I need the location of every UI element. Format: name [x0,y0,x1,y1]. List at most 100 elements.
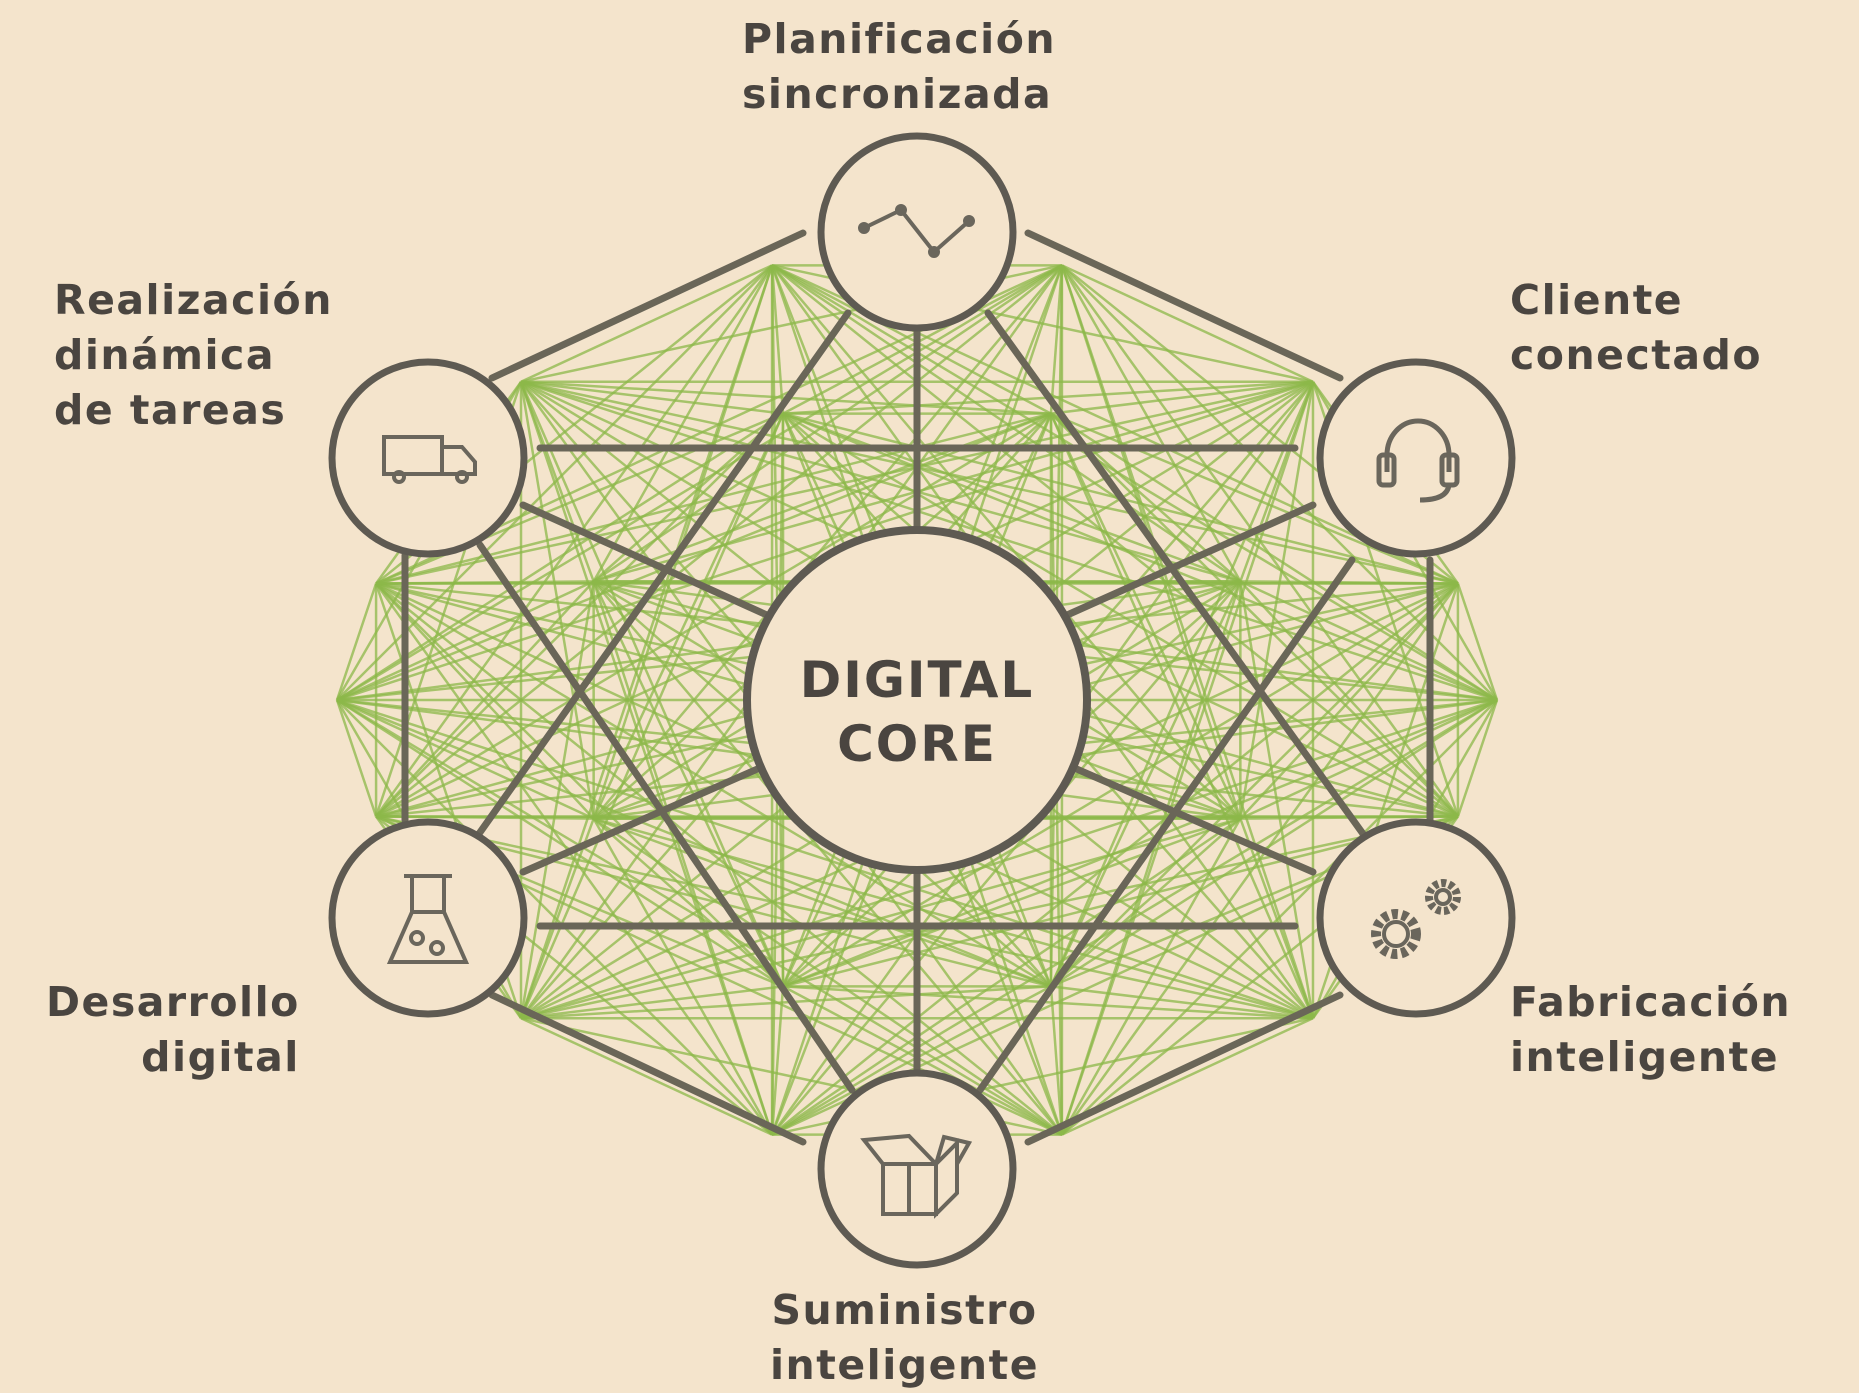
core-label-line1: DIGITAL [799,651,1035,709]
mesh-line [782,264,1063,415]
connection-line [519,756,782,876]
mesh-line [592,264,774,582]
mesh-line [519,381,785,987]
mesh-line [771,264,1052,415]
mesh-line [1049,265,1064,414]
mesh-line [519,381,774,1136]
label-line: Desarrollo [46,978,300,1026]
mesh-line [782,698,1498,988]
mesh-line [375,815,1314,1020]
mesh-line [771,264,1242,820]
mesh-line [592,817,784,988]
mesh-line [771,580,1242,1136]
mesh-line [771,698,1498,1136]
mesh-line [520,380,784,415]
mesh-line [336,698,1314,1020]
label-suministro: Suministro inteligente [770,1283,1039,1393]
mesh-line [336,698,1052,988]
node-fabricacion [1316,818,1516,1018]
label-line: de tareas [54,386,287,434]
mesh-line [519,581,595,1019]
mesh-line [335,699,378,817]
label-line: Fabricación [1510,978,1792,1026]
connection-line [488,991,807,1146]
mesh-line [375,412,1052,818]
mesh-line [771,264,1498,702]
label-line: Cliente [1510,276,1684,324]
connection-line [1024,229,1344,382]
connection-line [1024,991,1344,1146]
mesh-line [519,264,774,1019]
mesh-line [1061,264,1314,383]
mesh-line [592,413,785,820]
mesh-line [592,264,1063,583]
connection-line [488,229,807,382]
mesh-line [771,264,1242,583]
label-line: Planificación [742,15,1057,63]
mesh-line [782,985,1063,1136]
core-label-line2: CORE [837,715,997,773]
label-line: inteligente [770,1341,1040,1389]
node-realizacion [328,358,528,558]
label-line: digital [141,1033,300,1081]
mesh-line [771,264,1459,818]
core-circle [743,526,1091,874]
mesh-line [1050,698,1498,988]
connection-line [984,309,1370,842]
mesh-line [1060,580,1242,1136]
mesh-line [520,380,1498,702]
mesh-line [592,580,774,1136]
mesh-line [1239,580,1498,702]
mesh-line [782,985,1314,1020]
mesh-line [520,985,1052,1020]
label-cliente: Cliente conectado [1510,273,1762,383]
mesh-line [336,580,595,702]
mesh-line [335,583,378,701]
mesh-line [782,412,1498,702]
mesh-line [1240,580,1458,585]
mesh-line [519,381,595,819]
mesh-line [1050,985,1314,1020]
mesh-line [593,412,1052,583]
mesh-line [770,986,785,1135]
node-suministro [817,1069,1017,1269]
mesh-line [1456,583,1499,701]
mesh-line [1239,581,1315,1019]
mesh-line [1061,699,1498,1136]
line-graph-icon [858,204,975,258]
mesh-line [1061,1017,1314,1136]
mesh-line [1456,699,1499,817]
connection-line [472,309,852,842]
mesh-line [770,265,785,414]
mesh-line [1049,580,1242,987]
connection-line [519,501,782,624]
mesh-line [375,264,774,818]
gears-icon [1371,879,1461,959]
mesh-line [1239,698,1498,820]
mesh-line [592,818,774,1136]
mesh-line [1049,986,1064,1135]
mesh-line [336,698,595,820]
label-line: conectado [1510,331,1763,379]
mesh-line [336,264,773,701]
mesh-line [520,698,1498,1020]
mesh-line [520,264,773,383]
headset-icon [1376,418,1460,503]
connection-line [1052,501,1317,624]
connection-lines [401,229,1434,1146]
mesh-line [1050,380,1314,415]
mesh-line [1239,381,1315,582]
mesh-line [520,1017,773,1136]
node-desarrollo [328,818,528,1018]
mesh-line [1049,413,1315,1019]
mesh-line [336,412,784,702]
mesh-line [520,985,784,1020]
core-label: DIGITAL CORE [767,648,1067,776]
node-cliente [1316,358,1516,558]
label-realizacion: Realización dinámica de tareas [54,273,333,438]
node-planificacion [817,132,1017,332]
box-icon [860,1133,973,1219]
label-line: inteligente [1510,1033,1780,1081]
